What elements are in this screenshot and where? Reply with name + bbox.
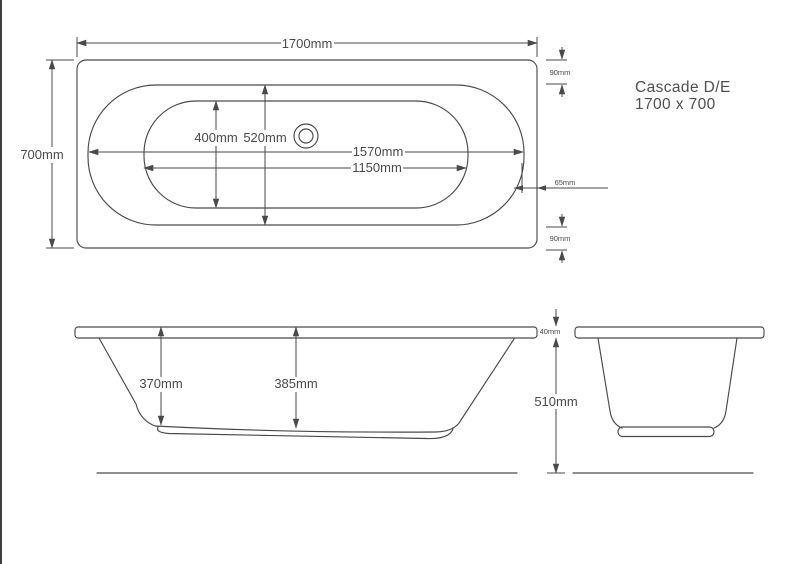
label-depth-right: 385mm <box>274 376 317 391</box>
label-overall-length: 1700mm <box>282 36 333 51</box>
dim-gap-end <box>514 163 608 193</box>
label-basin-rim-length: 1570mm <box>353 144 404 159</box>
end-body-right <box>713 337 738 429</box>
end-rim <box>574 326 765 339</box>
product-size: 1700 x 700 <box>635 96 716 113</box>
label-gap-end: 65mm <box>555 178 576 187</box>
label-basin-rim-width: 520mm <box>243 130 286 145</box>
label-rim-thickness: 40mm <box>540 327 561 336</box>
dim-overall-height <box>547 337 565 474</box>
label-basin-inner-width: 400mm <box>194 130 237 145</box>
label-overall-height: 510mm <box>534 394 577 409</box>
side-elevation-view <box>74 326 538 474</box>
product-name: Cascade D/E <box>635 79 731 96</box>
dim-gap-top <box>546 47 567 97</box>
dim-gap-bottom <box>546 214 567 263</box>
bath-outer-edge <box>76 59 538 249</box>
basin-inner-outline <box>143 100 469 209</box>
side-body-outline <box>98 337 515 433</box>
side-rim <box>74 326 538 339</box>
end-elevation-view <box>547 309 765 474</box>
label-overall-width: 700mm <box>20 147 63 162</box>
waste-drain-icon <box>293 123 319 149</box>
label-depth-left: 370mm <box>139 376 182 391</box>
label-basin-inner-length: 1150mm <box>352 160 402 175</box>
basin-rim-outline <box>87 84 525 226</box>
label-gap-top: 90mm <box>550 68 571 77</box>
end-foot <box>617 426 715 438</box>
title-block: Cascade D/E 1700 x 700 <box>635 79 731 113</box>
end-body-left <box>597 337 623 429</box>
plan-view <box>46 37 608 263</box>
side-base-line <box>156 426 454 440</box>
label-gap-bottom: 90mm <box>550 234 571 243</box>
page-edge-line <box>0 0 2 564</box>
